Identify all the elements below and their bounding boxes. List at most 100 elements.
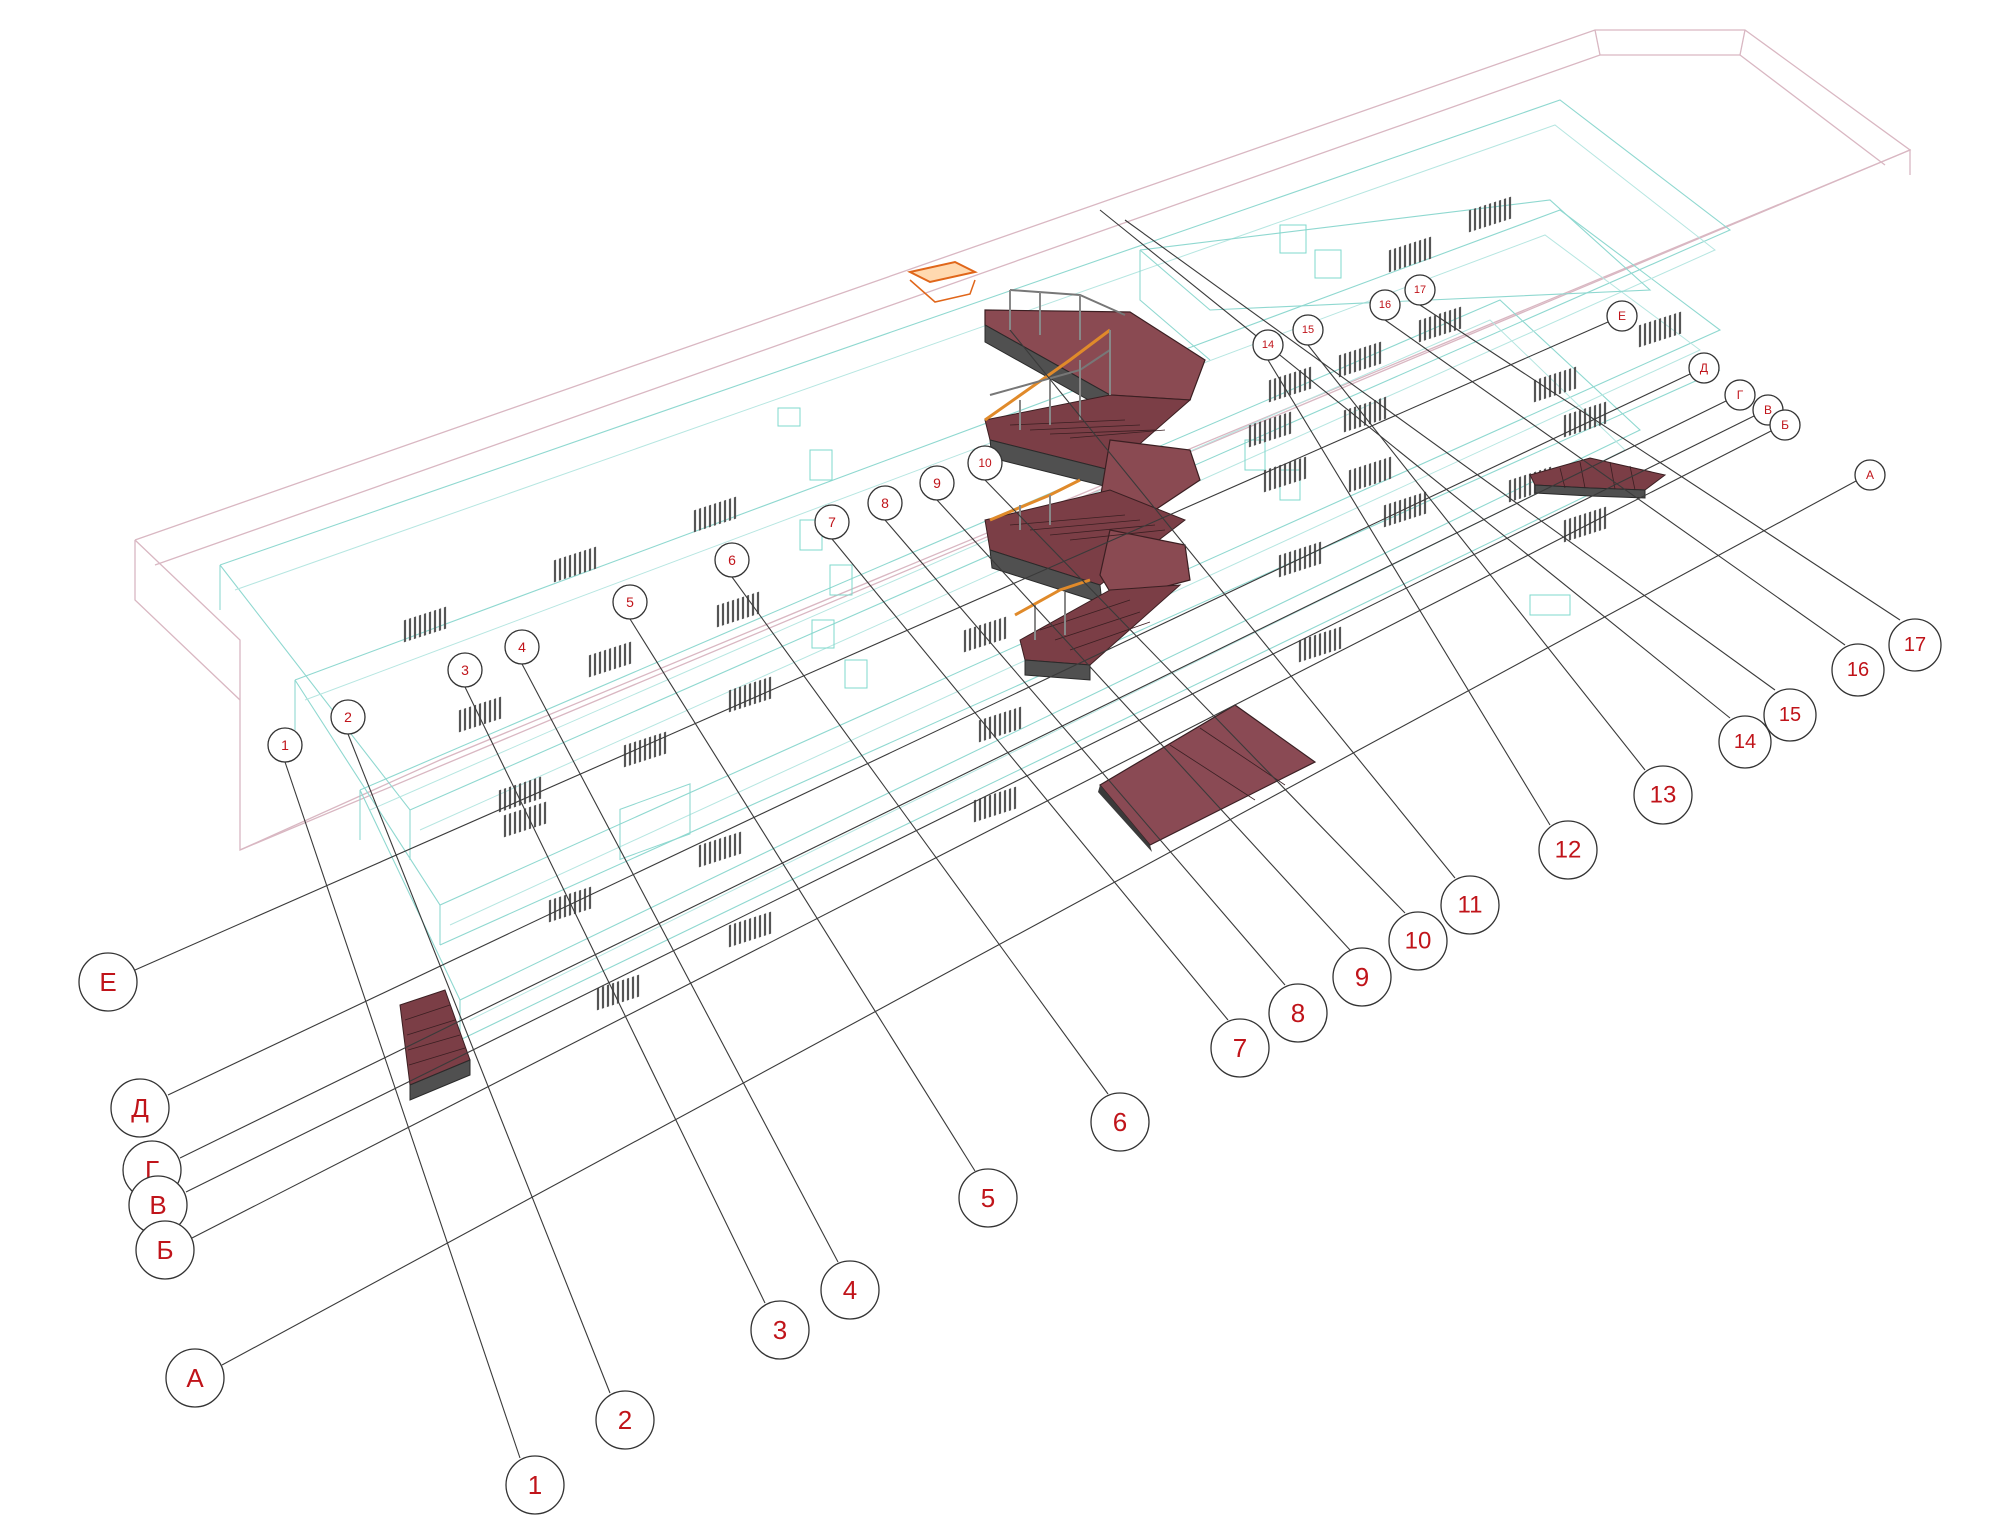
svg-text:2: 2 xyxy=(344,709,352,725)
axis-leader-line xyxy=(167,373,1691,1096)
axis-leader-line xyxy=(284,761,521,1459)
axis-bubble-2-top: 2 xyxy=(330,699,366,735)
svg-text:Г: Г xyxy=(1737,388,1744,402)
svg-text:7: 7 xyxy=(828,514,836,530)
svg-text:Д: Д xyxy=(1700,361,1708,375)
radiator-icon xyxy=(1638,311,1682,348)
radiator-icon xyxy=(1248,411,1292,448)
number-axes-bottom: 1 2 3 4 5 6 7 8 9 10 11 12 13 14 15 16 1… xyxy=(505,618,1942,1515)
axis-bubble-10-top: 10 xyxy=(967,445,1003,481)
svg-text:12: 12 xyxy=(1555,837,1582,864)
axis-bubble-7-bottom: 7 xyxy=(1210,1018,1270,1078)
svg-text:14: 14 xyxy=(1734,731,1756,753)
number-axes-top: 1 2 3 4 5 6 7 8 9 10 14 15 16 17 xyxy=(267,274,1436,763)
svg-text:3: 3 xyxy=(773,1315,787,1345)
floor-slab xyxy=(1098,704,1317,852)
svg-text:А: А xyxy=(1866,468,1874,482)
axis-bubble-2-bottom: 2 xyxy=(595,1390,655,1450)
svg-text:17: 17 xyxy=(1414,284,1426,296)
axis-bubble-Е-right: Е xyxy=(1606,300,1638,332)
axis-bubble-16-bottom: 16 xyxy=(1831,643,1885,697)
svg-text:2: 2 xyxy=(618,1405,632,1435)
svg-text:9: 9 xyxy=(1355,962,1369,992)
small-staircase-right xyxy=(1529,457,1667,499)
svg-text:10: 10 xyxy=(978,456,992,470)
roof-hatch xyxy=(907,260,978,303)
radiator-icon xyxy=(503,801,547,838)
axis-bubble-6-top: 6 xyxy=(714,542,750,578)
svg-text:Е: Е xyxy=(1618,309,1626,323)
svg-text:7: 7 xyxy=(1233,1033,1247,1063)
axis-bubble-5-top: 5 xyxy=(612,584,648,620)
radiator-icon xyxy=(1388,236,1432,273)
axis-bubble-14-top: 14 xyxy=(1252,329,1284,361)
axis-leader-line xyxy=(347,733,611,1394)
axis-leader-line xyxy=(1099,209,1731,719)
svg-text:10: 10 xyxy=(1405,928,1432,955)
axis-bubble-9-bottom: 9 xyxy=(1332,947,1392,1007)
radiator-icon xyxy=(623,731,667,768)
svg-text:1: 1 xyxy=(528,1470,542,1500)
svg-text:4: 4 xyxy=(843,1275,857,1305)
axis-bubble-А-left: А xyxy=(165,1348,225,1408)
radiator-icon xyxy=(1278,541,1322,578)
axis-leader-line xyxy=(629,618,976,1172)
axis-bubble-3-top: 3 xyxy=(447,652,483,688)
axis-leader-line xyxy=(1384,319,1846,646)
axis-leader-line xyxy=(179,400,1727,1159)
letter-axes-left: Е Д Г В Б А xyxy=(78,952,225,1408)
svg-text:13: 13 xyxy=(1650,782,1677,809)
axis-bubble-Б-left: Б xyxy=(135,1220,195,1280)
axis-bubble-1-bottom: 1 xyxy=(505,1455,565,1515)
axis-leader-line xyxy=(984,479,1406,914)
radiator-icon xyxy=(1263,456,1307,493)
svg-text:Е: Е xyxy=(99,967,116,997)
axis-bubble-5-bottom: 5 xyxy=(958,1168,1018,1228)
axis-leader-line xyxy=(1307,344,1646,771)
axis-leader-line xyxy=(831,538,1229,1021)
axis-bubble-15-top: 15 xyxy=(1292,314,1324,346)
svg-text:В: В xyxy=(149,1190,166,1220)
svg-text:1: 1 xyxy=(281,737,289,753)
axis-leader-line xyxy=(221,480,1857,1366)
axis-bubble-16-top: 16 xyxy=(1369,289,1401,321)
radiator-icon xyxy=(1298,626,1342,663)
svg-text:16: 16 xyxy=(1847,659,1869,681)
svg-text:9: 9 xyxy=(933,475,941,491)
radiator-icon xyxy=(1343,396,1387,433)
svg-text:3: 3 xyxy=(461,662,469,678)
axis-leader-line xyxy=(1009,329,1456,879)
svg-text:Д: Д xyxy=(131,1093,149,1123)
axis-bubble-Д-right: Д xyxy=(1688,352,1720,384)
axis-bubble-В-left: В xyxy=(128,1175,188,1235)
axis-bubble-Б-right: Б xyxy=(1769,409,1801,441)
axis-bubble-12-bottom: 12 xyxy=(1538,820,1598,880)
axis-bubble-3-bottom: 3 xyxy=(750,1300,810,1360)
svg-text:Б: Б xyxy=(1781,418,1789,432)
main-staircase xyxy=(984,289,1206,681)
axis-bubble-4-bottom: 4 xyxy=(820,1260,880,1320)
axis-bubble-1-top: 1 xyxy=(267,727,303,763)
axis-bubble-8-bottom: 8 xyxy=(1268,983,1328,1043)
svg-text:6: 6 xyxy=(728,552,736,568)
svg-text:А: А xyxy=(186,1363,204,1393)
axis-leader-line xyxy=(936,499,1351,951)
radiator-icon xyxy=(1338,341,1382,378)
radiator-icon xyxy=(698,831,742,868)
svg-text:14: 14 xyxy=(1262,339,1274,351)
radiator-icon xyxy=(1268,366,1312,403)
radiator-icon xyxy=(1348,456,1392,493)
small-staircase-left xyxy=(399,989,471,1101)
axis-leader-lines xyxy=(134,209,1901,1459)
radiator-icon xyxy=(1468,196,1512,233)
floor-outlines xyxy=(219,99,1732,1041)
axis-leader-line xyxy=(521,663,839,1263)
letter-axes-right: Е Д Г В Б А xyxy=(1606,300,1886,491)
axis-bubble-17-top: 17 xyxy=(1404,274,1436,306)
axis-bubble-15-bottom: 15 xyxy=(1763,688,1817,742)
axis-bubble-А-right: А xyxy=(1854,459,1886,491)
svg-text:8: 8 xyxy=(1291,998,1305,1028)
radiator-icon xyxy=(963,616,1007,653)
axis-bubble-4-top: 4 xyxy=(504,629,540,665)
